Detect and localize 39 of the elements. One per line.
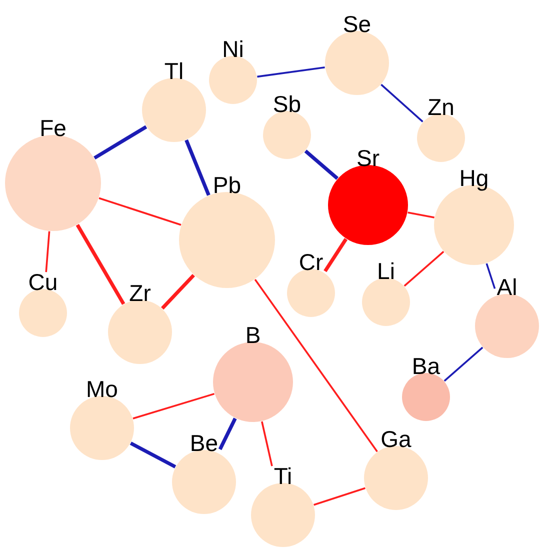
connector-line [161, 274, 195, 310]
element-symbol: Ni [222, 39, 244, 59]
connector-line [130, 442, 176, 468]
connector-line [254, 278, 378, 452]
connector-line [98, 197, 182, 226]
element-symbol: Ga [380, 429, 412, 449]
connector-line [45, 231, 50, 272]
element-symbol: Sb [272, 94, 302, 114]
element-symbol: Pb [212, 175, 242, 195]
element-symbol: Al [496, 277, 518, 297]
element-symbol: Zn [428, 97, 454, 117]
element-symbol: Cu [28, 272, 58, 292]
element-symbol: Ti [274, 466, 292, 486]
element-symbol: Be [190, 433, 218, 453]
element-symbol: B [245, 325, 261, 345]
connector-line [444, 346, 484, 382]
element-symbol: Zr [129, 283, 151, 303]
connector-line [324, 238, 348, 272]
connector-line [261, 421, 273, 466]
connector-line [94, 125, 148, 160]
element-symbol: Se [342, 14, 372, 34]
connector-line [408, 212, 434, 218]
connector-line [380, 84, 424, 122]
element-symbol: Ba [412, 356, 440, 376]
element-symbol: Mo [86, 379, 118, 399]
element-symbol: Cr [298, 252, 324, 272]
connector-line [404, 250, 444, 287]
connector-line [257, 66, 325, 78]
connector-line [314, 487, 366, 506]
element-symbol: Tl [164, 61, 184, 81]
connector-line [184, 139, 210, 196]
connector-line [218, 418, 237, 450]
connector-line [76, 224, 126, 305]
element-symbol: Sr [356, 148, 380, 168]
element-symbol: Fe [40, 118, 66, 138]
element-symbol: Li [377, 261, 395, 281]
connector-line [486, 263, 496, 289]
connector-line [304, 150, 339, 180]
connector-line [132, 392, 215, 420]
